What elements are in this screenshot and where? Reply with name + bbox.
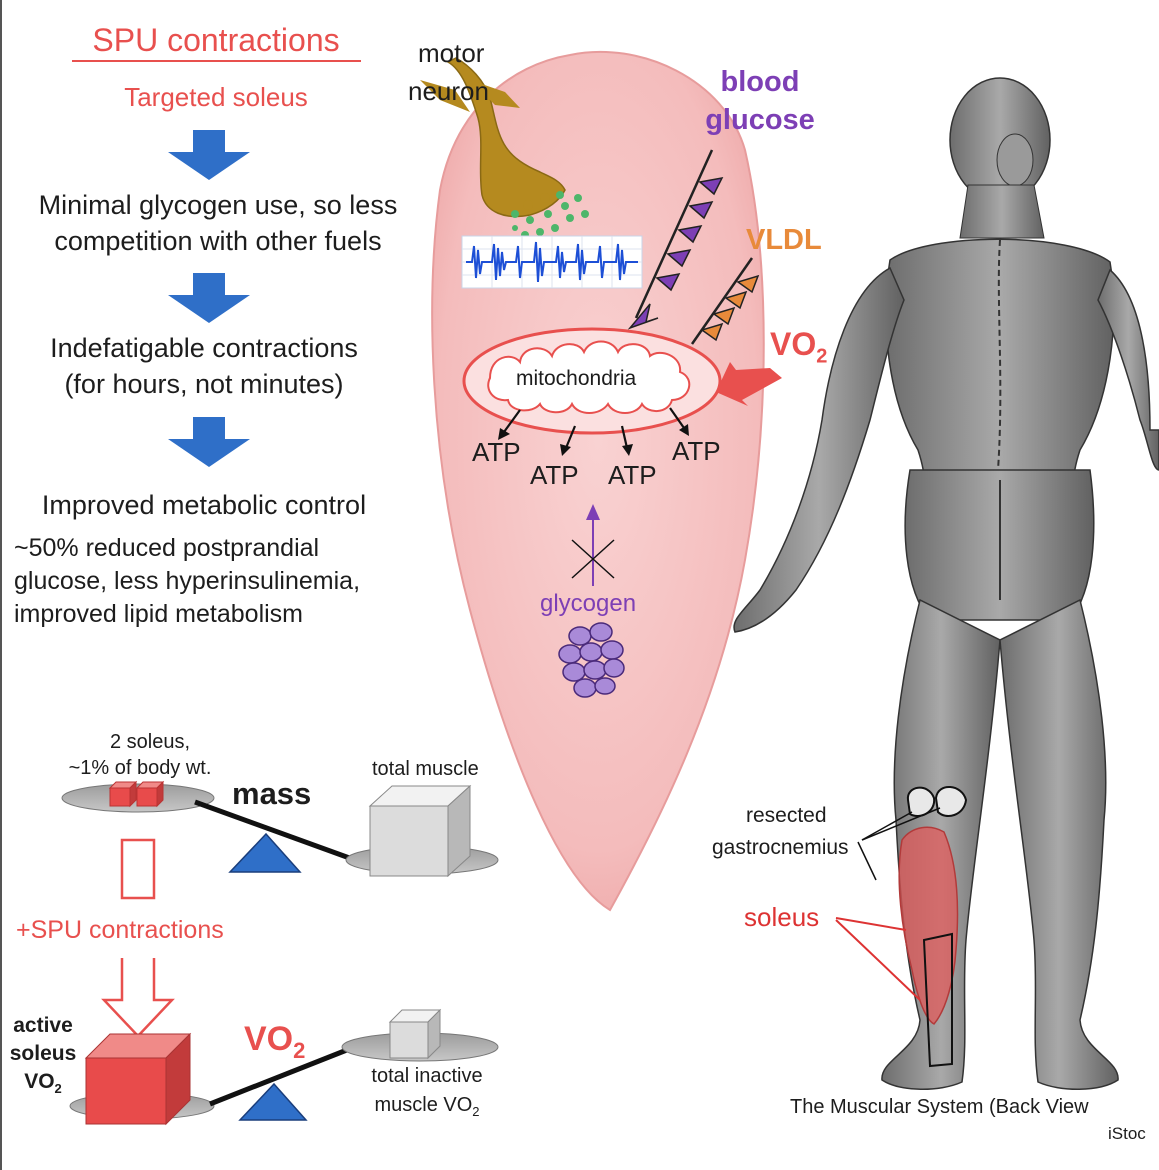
- inactive-line1: total inactive: [371, 1065, 483, 1087]
- step3-line1: ~50% reduced postprandial: [14, 534, 320, 562]
- total-muscle-label: total muscle: [372, 758, 479, 780]
- left-border-line: [0, 0, 2, 1170]
- muscular-system-figure: [733, 77, 1159, 1090]
- figure-caption: The Muscular System (Back View: [790, 1096, 1089, 1118]
- flow-arrow-2: [168, 273, 250, 323]
- vo2-arrow: [716, 362, 782, 406]
- motor-neuron-icon: [420, 57, 566, 218]
- vldl-label: VLDL: [746, 224, 822, 256]
- glycogen-blocked-arrow: [571, 504, 615, 586]
- balance-vo2-main: VO: [244, 1020, 294, 1058]
- vldl-arrows: [690, 257, 760, 345]
- flow-arrow-1: [168, 130, 250, 180]
- balance-vo2-label: VO2: [244, 1020, 305, 1064]
- active-soleus-cube: [84, 1032, 192, 1126]
- vo2-balance: [69, 1008, 499, 1126]
- atp-label-4: ATP: [672, 436, 721, 466]
- atp-label-3: ATP: [608, 460, 657, 490]
- glycogen-label: glycogen: [540, 590, 637, 617]
- glycogen-cluster-icon: [558, 622, 625, 698]
- motor-label: motor: [418, 38, 485, 68]
- atp-label-2: ATP: [530, 460, 579, 490]
- mass-balance: [61, 780, 499, 878]
- flow-title: SPU contractions: [92, 22, 340, 58]
- resected-label-line1: resected: [746, 804, 827, 827]
- vo2-label: VO2: [770, 326, 827, 368]
- atp-arrows: [498, 407, 689, 456]
- step1-line2: competition with other fuels: [54, 226, 382, 256]
- active-vo2-sub: 2: [54, 1081, 62, 1097]
- emg-signal-icon: [461, 235, 643, 289]
- fulcrum-1: [228, 832, 302, 873]
- atp-label-1: ATP: [472, 437, 521, 467]
- inactive-vo2-main: muscle VO: [374, 1094, 473, 1116]
- soleus-mass-line1: 2 soleus,: [109, 731, 191, 753]
- inactive-muscle-cube: [388, 1008, 442, 1060]
- vo2-label-sub: 2: [816, 345, 828, 368]
- active-vo2-main: VO: [24, 1070, 55, 1093]
- step2-line2: (for hours, not minutes): [64, 369, 344, 399]
- glucose-label: glucose: [705, 104, 815, 136]
- small-soleus-cubes: [108, 780, 165, 808]
- step3-heading: Improved metabolic control: [41, 490, 367, 520]
- inactive-vo2-sub: 2: [472, 1104, 480, 1119]
- flow-arrow-3: [168, 417, 250, 467]
- step1-line1: Minimal glycogen use, so less: [38, 190, 398, 220]
- blood-label: blood: [720, 66, 800, 98]
- active-soleus-line1: active: [13, 1014, 73, 1037]
- soleus-figure-label: soleus: [744, 902, 820, 932]
- step3-line2: glucose, less hyperinsulinemia,: [14, 567, 361, 595]
- resected-gastrocnemius-flaps: [906, 786, 968, 817]
- inactive-line2: muscle VO2: [342, 1094, 512, 1119]
- glucose-arrows: [627, 149, 724, 330]
- label-leader-lines: [857, 807, 941, 881]
- soleus-leader-lines: [835, 917, 921, 1001]
- step2-line1: Indefatigable contractions: [50, 333, 358, 363]
- soleus-mass-line2: ~1% of body wt.: [68, 757, 212, 779]
- flow-subtitle: Targeted soleus: [124, 82, 308, 112]
- total-muscle-cube: [368, 784, 472, 878]
- mitochondria-label: mitochondria: [516, 367, 637, 390]
- active-soleus-line2: soleus: [9, 1042, 77, 1065]
- resected-label-line2: gastrocnemius: [712, 836, 849, 859]
- step3-line3: improved lipid metabolism: [14, 600, 304, 628]
- mass-label: mass: [232, 776, 312, 811]
- mitochondria-icon: [462, 327, 722, 435]
- soleus-highlight: [898, 826, 959, 1025]
- vo2-label-main: VO: [770, 326, 817, 362]
- plus-spu-label: +SPU contractions: [16, 916, 224, 944]
- active-soleus-line3: VO2: [0, 1070, 86, 1096]
- fulcrum-2: [238, 1082, 308, 1121]
- figure-credit: iStoc: [1108, 1124, 1146, 1143]
- balance-vo2-sub: 2: [293, 1037, 306, 1063]
- neuron-label: neuron: [408, 76, 489, 106]
